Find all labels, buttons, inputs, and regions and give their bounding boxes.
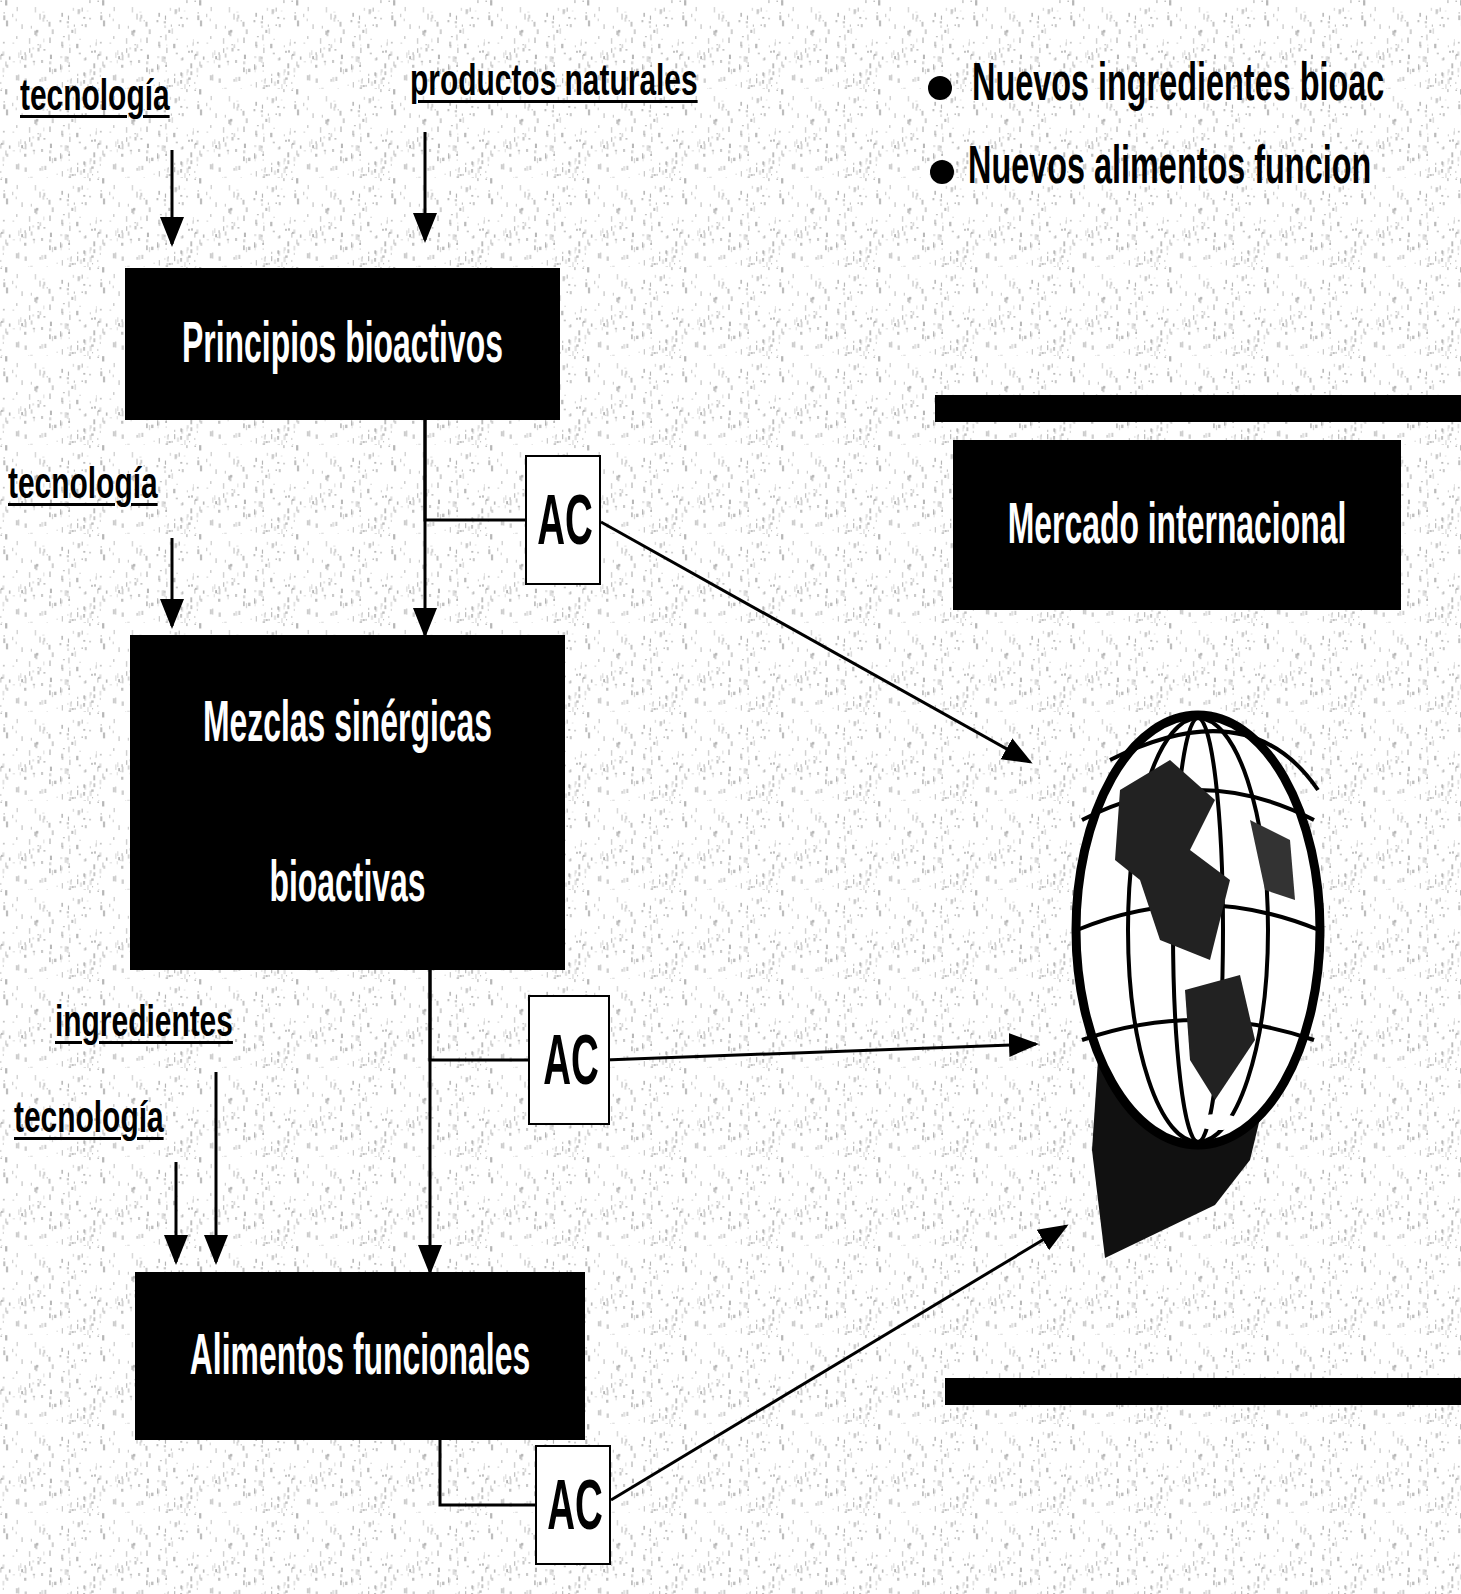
node-text: AC (535, 482, 595, 559)
market-arrows (601, 522, 1066, 1500)
rule-bar (945, 1378, 1461, 1405)
node-text: Principios bioactivos (133, 307, 552, 377)
input-label: tecnología (8, 458, 158, 509)
node-text: Mercado internacional (961, 488, 1393, 558)
bullet-text: Nuevos ingredientes bioac (972, 50, 1384, 112)
node-text: Alimentos funcionales (143, 1319, 577, 1389)
bullet-text: Nuevos alimentos funcion (968, 133, 1371, 195)
process-box: Mezclas sinérgicas bioactivas (130, 635, 565, 970)
node-text: AC (538, 1022, 604, 1099)
ac-box: AC (525, 455, 601, 585)
rule-bar (935, 395, 1461, 422)
node-text: AC (545, 1467, 605, 1544)
ac-box: AC (535, 1445, 611, 1565)
input-label: ingredientes (55, 996, 233, 1047)
globe-illustration (1076, 715, 1320, 1258)
process-box: Alimentos funcionales (135, 1272, 585, 1440)
connector-arrow (425, 420, 525, 520)
process-box: Principios bioactivos (125, 268, 560, 420)
bullet (928, 76, 952, 100)
connector-arrow (440, 1440, 535, 1505)
input-label: tecnología (20, 70, 170, 121)
ac-box: AC (528, 995, 610, 1125)
node-text: Mezclas sinérgicas bioactivas (138, 641, 557, 960)
bullet (930, 160, 954, 184)
input-label: productos naturales (410, 55, 698, 106)
connector-arrow (430, 970, 528, 1060)
input-label: tecnología (14, 1092, 164, 1143)
market-box: Mercado internacional (953, 440, 1401, 610)
